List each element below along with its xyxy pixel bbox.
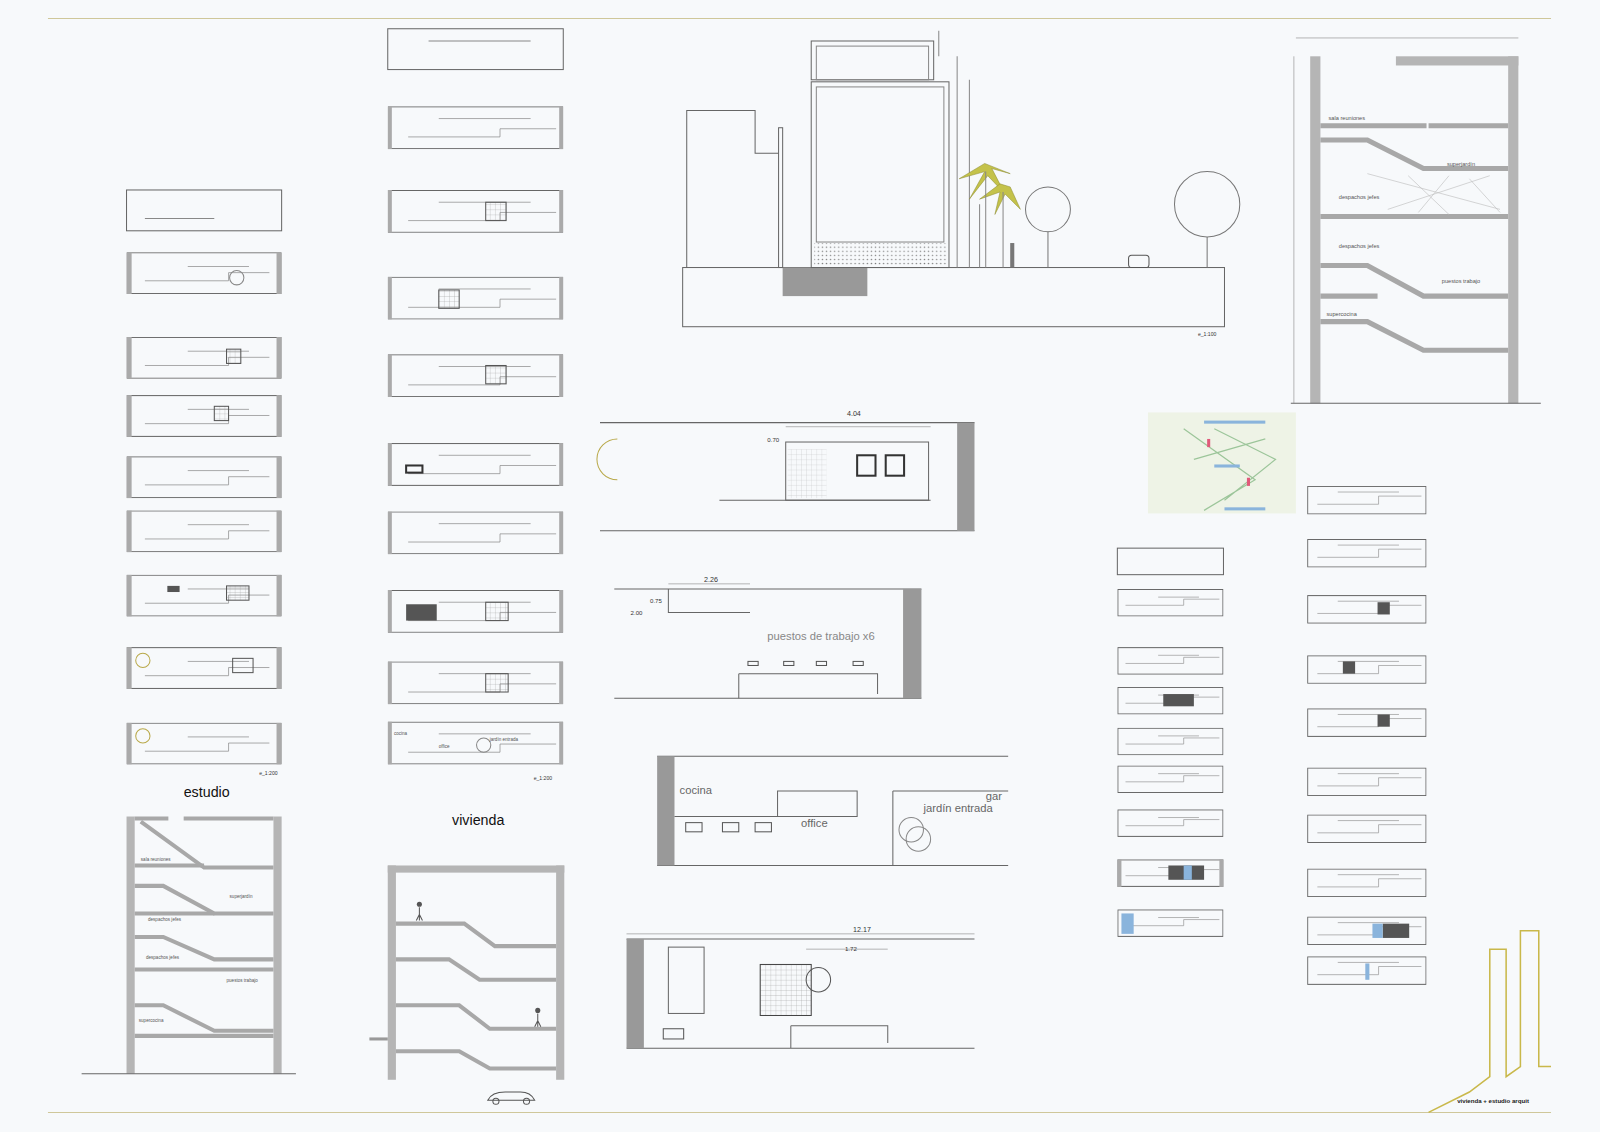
drawing-label: sala reuniones	[1329, 115, 1366, 121]
drawing-label: sala reuniones	[141, 857, 171, 862]
drawing-label: vivienda + estudio arquit	[1457, 1098, 1529, 1105]
drawing-label: 12.17	[853, 927, 871, 935]
drawing-label: superjardín	[1447, 161, 1475, 167]
drawing-label: e_1:200	[259, 771, 277, 777]
drawing-label: gar	[986, 790, 1002, 802]
drawing-label: jardín entrada	[490, 737, 518, 742]
drawing-label: office	[439, 744, 450, 749]
drawing-label: 0.75	[650, 598, 662, 605]
drawing-label: despachos jefes	[1339, 194, 1380, 200]
drawing-label: 1.72	[845, 946, 857, 953]
drawing-label: puestos de trabajo x6	[767, 630, 905, 642]
drawing-label: puestos trabajo	[1442, 278, 1480, 284]
drawing-label: jardín entrada	[923, 802, 992, 814]
drawing-label: supercocina	[139, 1018, 164, 1023]
drawing-label: 0.70	[767, 437, 779, 444]
drawing-label: despachos jefes	[146, 955, 179, 960]
drawing-label: cocina	[680, 784, 712, 796]
drawing-label: e_1:200	[534, 776, 552, 782]
drawing-label: office	[801, 817, 828, 829]
drawing-label: estudio	[184, 785, 230, 801]
drawing-label: despachos jefes	[1339, 243, 1380, 249]
drawing-label: puestos trabajo	[227, 978, 258, 983]
drawing-label: 4.04	[847, 411, 861, 419]
drawing-label: vivienda	[452, 813, 504, 829]
drawing-label: 2.26	[704, 577, 718, 585]
drawing-label: supercocina	[1327, 311, 1357, 317]
drawing-label: e_1:100	[1198, 332, 1216, 338]
drawing-label: 2.00	[631, 610, 643, 617]
drawing-label: superjardín	[230, 894, 253, 899]
drawing-label: cocina	[394, 731, 407, 736]
drawing-label: despachos jefes	[148, 917, 181, 922]
